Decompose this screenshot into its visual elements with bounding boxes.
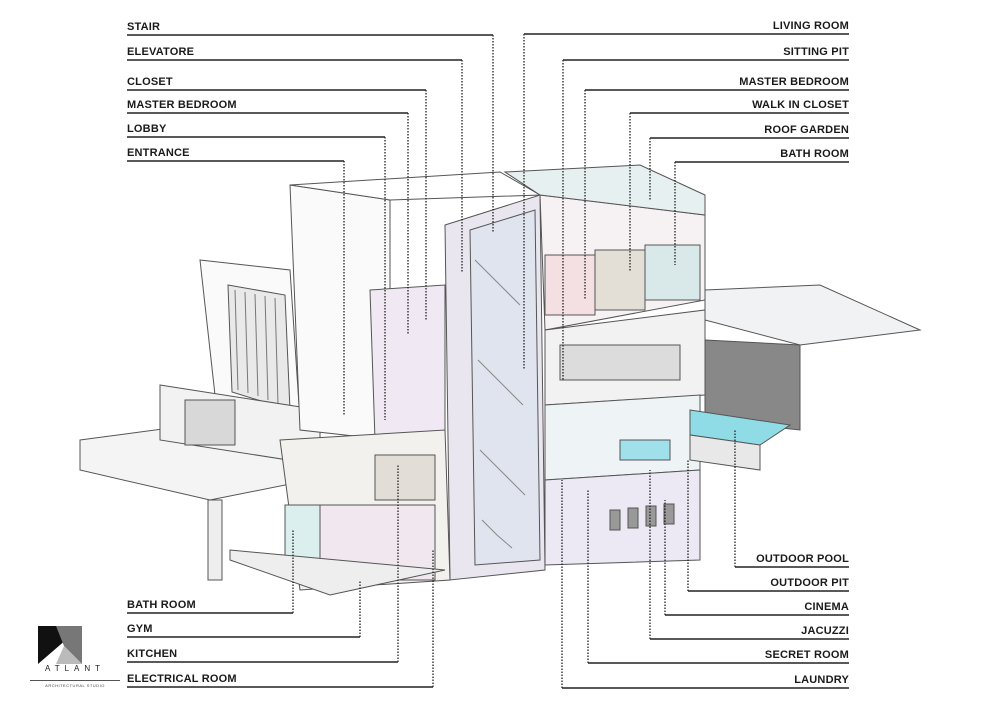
callout-label: LIVING ROOM <box>772 20 849 32</box>
callout-label: ENTRANCE <box>127 147 190 159</box>
callout-label: OUTDOOR PIT <box>770 577 849 589</box>
callout-label: OUTDOOR POOL <box>756 553 849 565</box>
callout-label: SECRET ROOM <box>764 649 849 661</box>
callout-label: STAIR <box>127 21 161 33</box>
logo-name: ATLANT <box>44 664 106 673</box>
callout-label: LAUNDRY <box>794 674 849 686</box>
callout-label: CINEMA <box>804 601 849 613</box>
callout-label: ELEVATORE <box>127 46 195 58</box>
callout-label: WALK IN CLOSET <box>752 99 849 111</box>
basement <box>544 469 701 566</box>
callout-label: MASTER BEDROOM <box>127 99 237 111</box>
callout-label: ROOF GARDEN <box>764 124 849 136</box>
terrace-roof <box>704 284 922 346</box>
callout-label: MASTER BEDROOM <box>739 76 849 88</box>
callout-label: SITTING PIT <box>783 46 849 58</box>
callout-label: BATH ROOM <box>780 148 849 160</box>
retaining-wall <box>704 339 801 431</box>
logo-subtitle: ARCHITECTURAL STUDIO <box>30 680 120 688</box>
callout-label: JACUZZI <box>801 625 849 637</box>
callout-label: LOBBY <box>127 123 167 135</box>
leader-lines <box>127 33 849 689</box>
atlant-logo-mark <box>38 626 82 664</box>
canopy-column <box>207 499 223 581</box>
callout-label: CLOSET <box>127 76 173 88</box>
callout-label: GYM <box>127 623 153 635</box>
callout-label: BATH ROOM <box>127 599 196 611</box>
callout-label: KITCHEN <box>127 648 178 660</box>
callout-label: ELECTRICAL ROOM <box>127 673 237 685</box>
